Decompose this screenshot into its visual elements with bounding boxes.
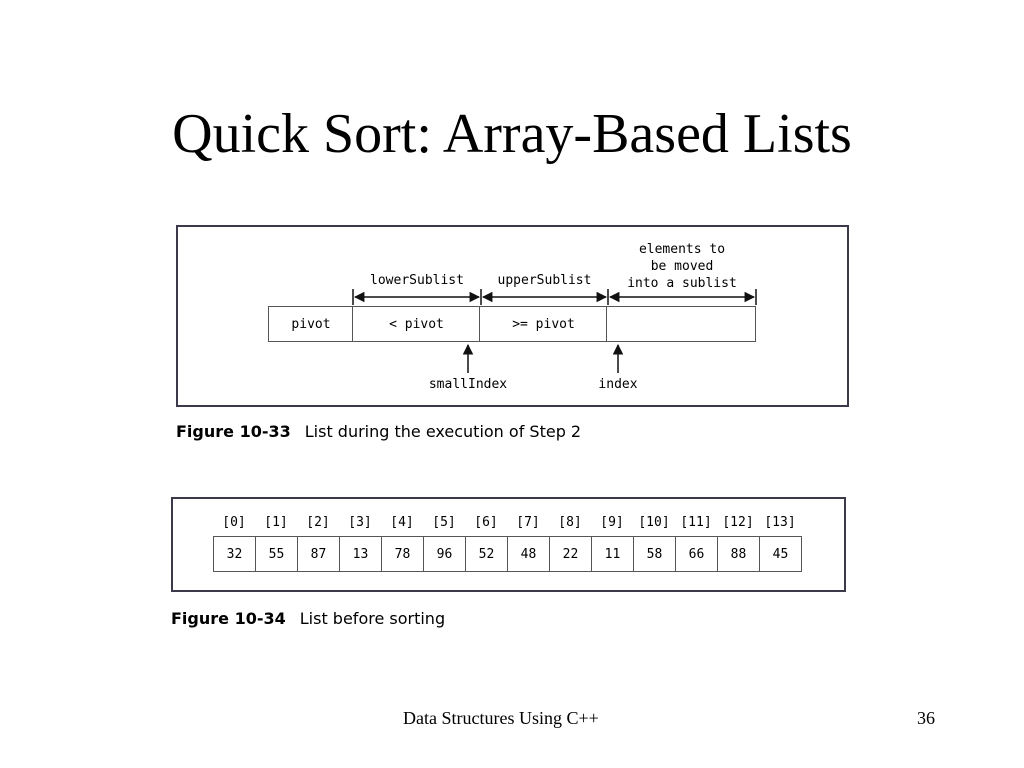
lower-sublist-label: lowerSublist [370, 273, 464, 288]
remaining-label-line-3: into a sublist [627, 276, 737, 291]
array-index-label: [0] [222, 515, 246, 530]
figure-10-34-caption-text: List before sorting [299, 609, 446, 628]
small-index-label: smallIndex [428, 377, 508, 392]
array-index-label: [4] [390, 515, 414, 530]
array-cell: 55 [255, 536, 298, 572]
figure-10-34-caption: Figure 10-34 List before sorting [171, 609, 445, 628]
array-index-label: [8] [558, 515, 582, 530]
upper-sublist-label: upperSublist [497, 273, 592, 288]
footer-page-number: 36 [917, 708, 935, 728]
array-index-label: [7] [516, 515, 540, 530]
array-index-label: [3] [348, 515, 372, 530]
index-label: index [598, 377, 638, 392]
figure-10-33-annotations [352, 289, 757, 373]
slide-title: Quick Sort: Array-Based Lists [172, 103, 852, 165]
array-cell: 78 [381, 536, 424, 572]
array-index-label: [10] [638, 515, 670, 530]
figure-10-33: pivot < pivot >= pivot lowerSublist uppe… [176, 225, 849, 407]
array-cell: 45 [759, 536, 802, 572]
array-index-label: [2] [306, 515, 330, 530]
array-cell: 88 [717, 536, 760, 572]
remaining-label-line-2: be moved [650, 259, 714, 274]
cell-upper-sublist: >= pivot [479, 306, 608, 342]
array-index-label: [13] [764, 515, 796, 530]
array-index-label: [12] [722, 515, 754, 530]
array-cell: 11 [591, 536, 634, 572]
array-index-label: [5] [432, 515, 456, 530]
array-cell: 87 [297, 536, 340, 572]
array-cell: 58 [633, 536, 676, 572]
array-cell: 66 [675, 536, 718, 572]
cell-remaining [606, 306, 756, 342]
cell-lower-sublist: < pivot [352, 306, 481, 342]
figure-10-33-caption-text: List during the execution of Step 2 [304, 422, 582, 441]
array-index-label: [6] [474, 515, 498, 530]
cell-pivot: pivot [268, 306, 354, 342]
array-cell: 52 [465, 536, 508, 572]
remaining-label-line-1: elements to [638, 242, 726, 257]
figure-10-34: [0] 32 [1] 55 [2] 87 [3] 13 [4] 78 [5] 96 [6] 52 [7] 48… [171, 497, 846, 592]
footer-course: Data Structures Using C++ [403, 708, 599, 728]
array-cell: 96 [423, 536, 466, 572]
remaining-elements-label: elements to be moved into a sublist [608, 241, 756, 292]
figure-10-33-caption: Figure 10-33 List during the execution of… [176, 422, 581, 441]
figure-10-33-caption-number: Figure 10-33 [176, 422, 291, 441]
array-index-label: [11] [680, 515, 712, 530]
array-cell: 22 [549, 536, 592, 572]
array-cell: 48 [507, 536, 550, 572]
array-index-label: [9] [600, 515, 624, 530]
figure-10-34-caption-number: Figure 10-34 [171, 609, 286, 628]
array-cell: 32 [213, 536, 256, 572]
array-index-label: [1] [264, 515, 288, 530]
array-cell: 13 [339, 536, 382, 572]
